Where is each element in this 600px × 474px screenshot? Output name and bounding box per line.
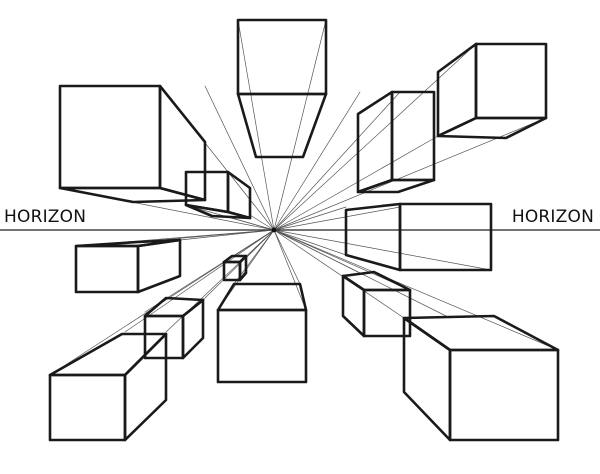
horizon-label-left: HORIZON (4, 207, 87, 227)
box-upper-right-center (356, 90, 436, 194)
box-left-center-small (143, 296, 205, 360)
box-right-horizon (344, 202, 493, 272)
box-right-small (341, 270, 412, 338)
box-top-right (436, 42, 548, 140)
box-top-center (236, 18, 328, 159)
box-upper-left-large (58, 84, 207, 204)
box-tiny-center (222, 254, 248, 282)
box-left-near-horizon (184, 170, 252, 220)
box-bottom-left-large (48, 332, 168, 442)
box-bottom-center (216, 282, 308, 384)
vanishing-point (271, 227, 277, 233)
guide-rays (49, 19, 559, 376)
box-bottom-right-large (402, 314, 560, 442)
horizon-label-right: HORIZON (511, 207, 594, 227)
box-left-below-horizon (74, 238, 182, 294)
